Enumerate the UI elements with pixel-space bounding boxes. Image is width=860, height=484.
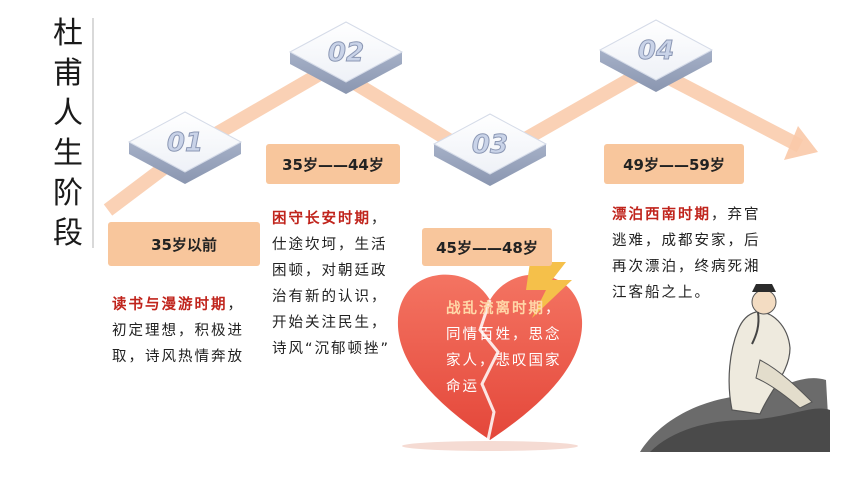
stage-age-01: 35岁以前 bbox=[108, 222, 260, 266]
stage-text: ，初定理想，积极进取，诗风热情奔放 bbox=[112, 297, 244, 365]
stage-tile-03: 03 bbox=[432, 113, 548, 186]
stage-number: 01 bbox=[167, 128, 203, 158]
stage-number: 04 bbox=[638, 36, 674, 66]
page-title-char: 阶 bbox=[53, 176, 83, 211]
stage-age-04: 49岁——59岁 bbox=[604, 144, 744, 184]
page-title-char: 甫 bbox=[53, 56, 83, 91]
stage-number: 02 bbox=[328, 38, 364, 68]
stage-age-02: 35岁——44岁 bbox=[266, 144, 400, 184]
stage-desc-01: 读书与漫游时期，初定理想，积极进取，诗风热情奔放 bbox=[112, 292, 260, 370]
stage-period: 漂泊西南时期 bbox=[612, 207, 711, 223]
lightning-icon bbox=[526, 262, 572, 318]
arrow-head-icon bbox=[784, 126, 818, 160]
page-title-char: 人 bbox=[53, 96, 83, 131]
stage-tile-01: 01 bbox=[127, 111, 243, 184]
stage-period: 读书与漫游时期 bbox=[112, 297, 228, 313]
stage-period: 战乱流离时期 bbox=[446, 301, 545, 317]
stage-tile-02: 02 bbox=[288, 21, 404, 94]
stage-desc-02: 困守长安时期，仕途坎坷，生活困顿，对朝廷政治有新的认识，开始关注民生，诗风“沉郁… bbox=[272, 206, 396, 362]
stage-desc-03: 战乱流离时期，同情百姓，思念家人，悲叹国家命运 bbox=[446, 296, 568, 400]
page-title-char: 生 bbox=[53, 136, 83, 171]
du-fu-figure-icon bbox=[640, 284, 830, 452]
title-divider bbox=[92, 18, 94, 248]
page-title-char: 杜 bbox=[53, 16, 83, 51]
page-title: 杜甫人生阶段 bbox=[50, 14, 86, 254]
page-title-char: 段 bbox=[53, 216, 83, 251]
stage-period: 困守长安时期 bbox=[272, 211, 371, 227]
broken-heart-icon bbox=[397, 262, 583, 451]
stage-text: ，同情百姓，思念家人，悲叹国家命运 bbox=[446, 301, 562, 395]
stage-text: ，仕途坎坷，生活困顿，对朝廷政治有新的认识，开始关注民生，诗风“沉郁顿挫” bbox=[272, 211, 391, 357]
stage-desc-04: 漂泊西南时期，弃官逃难，成都安家，后再次漂泊，终病死湘江客船之上。 bbox=[612, 202, 772, 306]
stage-number: 03 bbox=[472, 130, 508, 160]
stage-text: ，弃官逃难，成都安家，后再次漂泊，终病死湘江客船之上。 bbox=[612, 207, 761, 301]
stage-tile-04: 04 bbox=[598, 19, 714, 92]
stage-age-03: 45岁——48岁 bbox=[422, 228, 552, 266]
